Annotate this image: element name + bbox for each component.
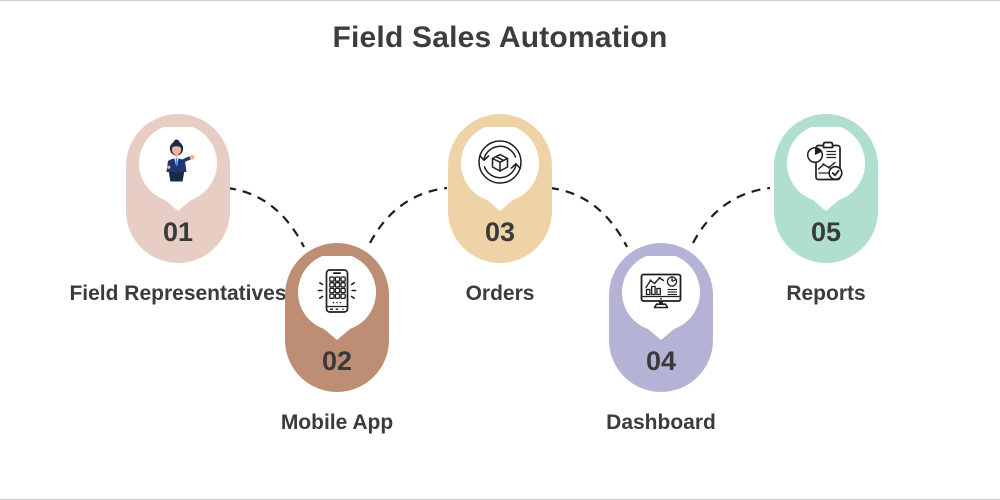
connector-4-5 [692, 186, 771, 244]
mobile-app-icon [317, 269, 357, 313]
step-label: Field Representatives [69, 282, 287, 305]
step-number: 05 [810, 217, 842, 247]
step-pill: 01 [126, 114, 230, 263]
step-label: Reports [786, 282, 866, 305]
step-mobile-app: 02 Mobile App [227, 243, 447, 435]
step-label: Dashboard [606, 411, 716, 434]
step-field-representatives: 01 Field Representatives [68, 114, 288, 306]
step-pill: 04 [609, 243, 713, 392]
step-label: Orders [465, 282, 535, 305]
step-pill: 05 [774, 114, 878, 263]
reports-clipboard-icon [806, 141, 843, 181]
step-number: 02 [321, 346, 353, 376]
step-orders: 03 Orders [390, 114, 610, 306]
orders-cycle-icon [478, 140, 522, 184]
dashboard-monitor-icon [640, 273, 682, 309]
step-reports: 05 Reports [716, 114, 936, 306]
step-number: 03 [484, 217, 516, 247]
connector-1-2 [226, 186, 305, 248]
step-pill: 03 [448, 114, 552, 263]
field-representative-icon [166, 139, 195, 182]
page-title: Field Sales Automation [332, 21, 668, 54]
connector-3-4 [549, 186, 628, 248]
step-number: 01 [162, 217, 194, 247]
step-pill: 02 [285, 243, 389, 392]
connector-2-3 [369, 186, 448, 244]
step-number: 04 [645, 346, 677, 376]
step-dashboard: 04 Dashboard [551, 243, 771, 435]
step-label: Mobile App [280, 411, 394, 434]
